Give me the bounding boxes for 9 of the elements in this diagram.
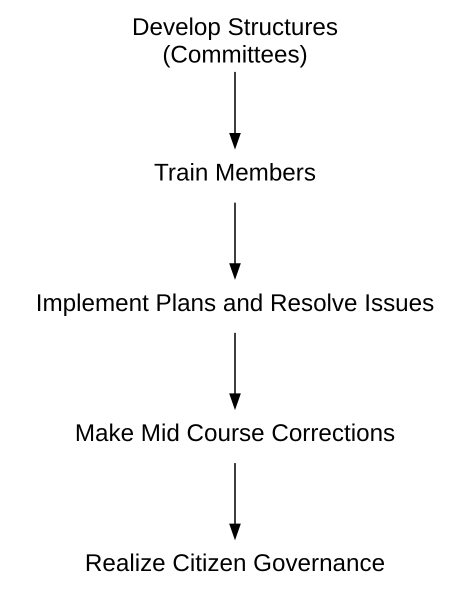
node-text: Implement Plans and Resolve Issues (35, 290, 434, 317)
node-text: Realize Citizen Governance (84, 550, 385, 578)
node-text: Train Members (154, 160, 316, 187)
arrow (228, 202, 240, 280)
arrow (228, 463, 240, 540)
arrow (228, 72, 240, 150)
node-text: Develop Structures (Committees) (132, 14, 338, 68)
node-text: Make Mid Course Corrections (74, 420, 395, 447)
arrow (228, 332, 240, 410)
